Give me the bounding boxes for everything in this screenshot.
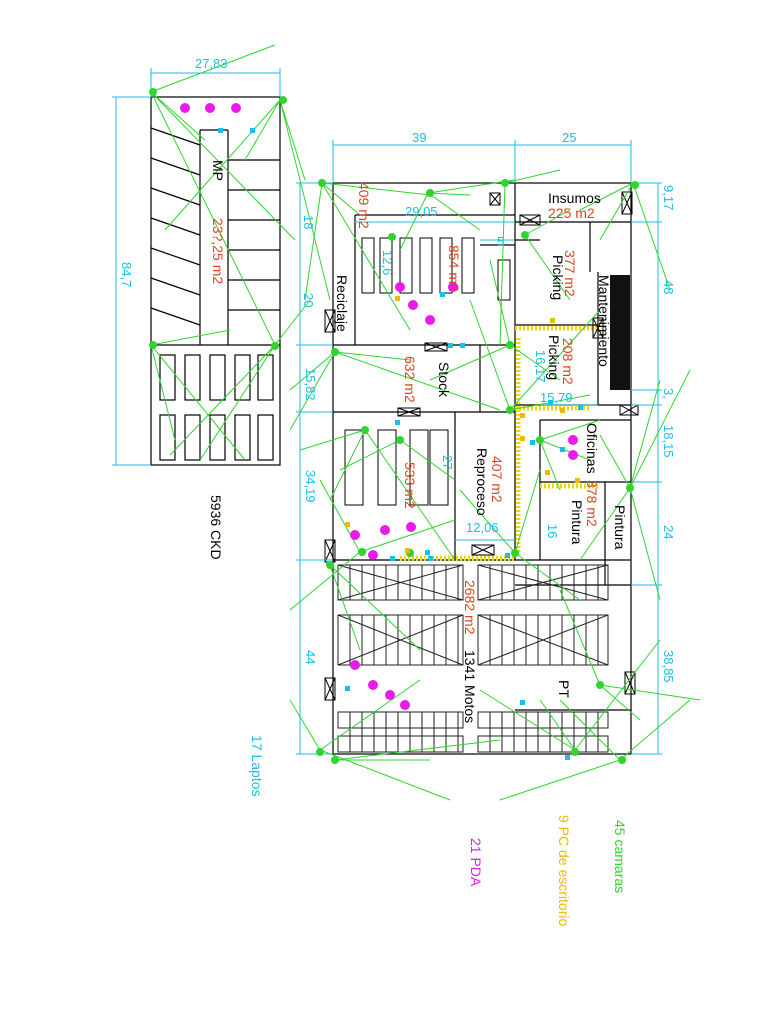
label-reciclaje: Reciclaje [334, 275, 350, 332]
dim-5: 5 [497, 234, 505, 249]
maintenance-dark-block [610, 275, 630, 390]
dim-16: 16 [545, 524, 560, 539]
dim-25: 25 [562, 130, 577, 145]
label-pt: PT [556, 680, 572, 698]
label-mp: MP [210, 160, 226, 181]
legend-pda: 21 PDA [468, 838, 484, 887]
shelving [344, 237, 511, 506]
dim-18: 18 [301, 215, 316, 230]
dim-29-05: 29,05 [405, 204, 438, 219]
dim-20: 20 [301, 293, 316, 308]
dim-39: 39 [412, 130, 427, 145]
label-pintura-2: Pintura [612, 505, 628, 550]
legend-cameras: 45 camaras [612, 820, 628, 894]
label-854-area: 854 m2 [446, 245, 462, 292]
label-motos: 1341 Motos [462, 650, 478, 724]
dim-15-82: 15,82 [303, 368, 318, 401]
label-378-area: 378 m2 [584, 480, 600, 527]
main-building [332, 182, 632, 755]
label-reproceso-area: 407 m2 [489, 456, 505, 503]
camera-dots [149, 88, 639, 764]
dim-3: 3, [661, 388, 676, 399]
label-ckd: 5936 CKD [208, 495, 224, 560]
moto-racks [337, 564, 609, 753]
label-mantenimiento: Mantenimiento [596, 275, 612, 367]
dim-9-17: 9,17 [661, 185, 676, 211]
dim-12-6: 12,6 [380, 250, 395, 276]
dim-15-79: 15,79 [540, 390, 573, 405]
pc-markers [345, 296, 580, 553]
dim-38-85: 38,85 [661, 650, 676, 683]
yellow-corridors [400, 325, 600, 561]
dim-12-06: 12,06 [466, 520, 499, 535]
dim-27-83: 27,83 [195, 56, 228, 71]
label-picking-bottom-area: 208 m2 [560, 338, 576, 385]
label-insumos-area: 225 m2 [548, 205, 595, 221]
dim-24: 24 [661, 525, 676, 540]
laptop-markers [218, 128, 583, 760]
label-reciclaje-area: 409 m2 [356, 182, 372, 229]
dim-34-19: 34,19 [303, 470, 318, 503]
dim-48: 48 [661, 280, 676, 295]
pda-dots [180, 103, 578, 710]
label-stock-area: 632 m2 [402, 356, 418, 403]
label-picking-top-area: 377 m2 [562, 250, 578, 297]
dim-44: 44 [303, 650, 318, 665]
legend-pc: 9 PC de escritorio [556, 815, 572, 927]
doors [324, 191, 639, 701]
dim-27: 27 [440, 455, 455, 470]
label-reproceso: Reproceso [474, 448, 490, 516]
label-533-area: 533 m2 [402, 462, 418, 509]
camera-lines [150, 44, 701, 801]
legend-laptops: 17 Laptos [249, 735, 265, 797]
label-stock: Stock [436, 362, 452, 398]
dim-84-7: 84,7 [119, 262, 134, 288]
label-mp-area: 23?,25 m2 [210, 218, 226, 285]
label-oficinas: Oficinas [584, 423, 600, 474]
dim-16-17: 16,17 [533, 350, 548, 383]
dim-18-15: 18,15 [661, 425, 676, 458]
label-pintura-1: Pintura [569, 500, 585, 545]
label-insumos: Insumos [548, 190, 601, 206]
dimension-lines [112, 68, 662, 755]
label-motos-area: 2682 m2 [462, 580, 478, 635]
